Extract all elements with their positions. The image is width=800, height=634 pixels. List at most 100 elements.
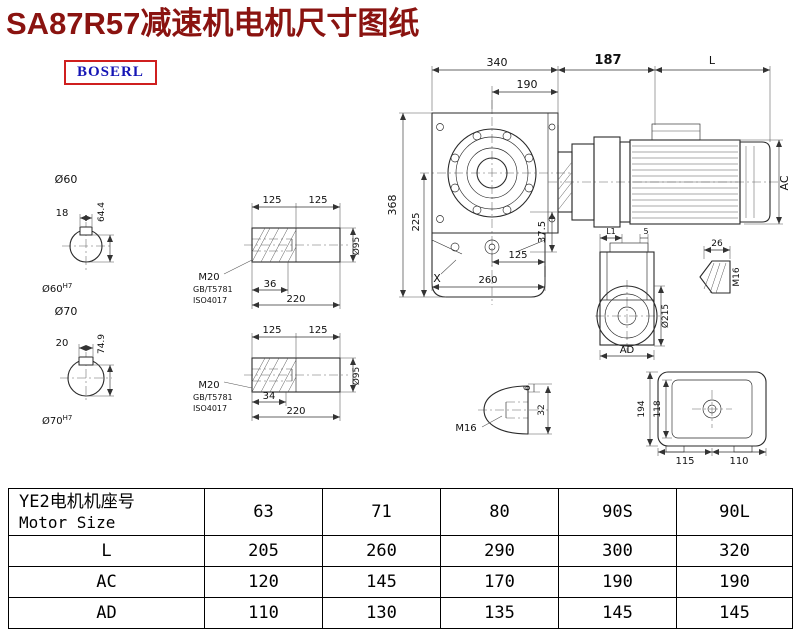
shaft-step [291,228,297,262]
dim-label-AD: AD [620,345,635,356]
bolt-hole-circle [450,183,460,193]
side-housing-detail [600,252,654,301]
std-label-iso: ISO4017 [193,296,227,305]
header-frame-80: 80 [440,488,559,536]
bore-60-view: Ø60 18 64.4 Ø60H7 [42,173,114,295]
rear-outer [657,371,767,447]
header-frame-90S: 90S [558,488,677,536]
dim-label-110: 110 [729,456,748,467]
dim-label-bore60: Ø60H7 [42,282,72,295]
extension-lines [654,66,783,225]
dim-label-118: 118 [653,400,663,417]
flange-ring-circle [447,128,537,218]
hollow-shaft-top-view: 125 125 M20 GB/T5781 ISO4017 36 220 Ø95 [193,195,362,309]
header-frame-63: 63 [204,488,323,536]
header-frame-71: 71 [322,488,441,536]
stud-hatch [703,262,727,294]
bore-70-view: Ø70 20 74.9 Ø70H7 [42,305,114,427]
end-centerline [478,401,548,419]
table-cell: 300 [558,535,677,567]
dim-label-dia70: Ø70 [55,305,78,318]
dim-label-AC: AC [778,175,791,190]
table-cell: 205 [204,535,323,567]
rear-foot [733,445,753,453]
shaft-hatch [251,357,297,393]
table-cell: 320 [676,535,793,567]
shaft-end-outline [483,385,529,435]
row-label: AD [8,597,205,629]
dim-label-194: 194 [637,400,647,417]
dim-label-L: L [709,54,716,67]
row-label: L [8,535,205,567]
side-hub-circle [617,306,637,326]
side-top-plate [609,242,649,253]
side-centerline [595,280,661,352]
stud-outline [699,260,731,294]
dim-label-368: 368 [386,195,399,216]
bore60-keyway [79,226,93,236]
corner-bolt-circle [436,123,444,131]
centerline [420,100,570,305]
shaft-bore-circle [476,157,508,189]
bolt-hole-circle [502,205,512,215]
dim-label-220: 220 [286,294,305,305]
table-row-AD: AD 110 130 135 145 145 [8,597,793,629]
dim-label-125a: 125 [262,325,281,336]
dim-label-74-9: 74.9 [97,334,107,354]
dim-label-M16: M16 [455,423,476,434]
dim-label-L1: L1 [606,227,616,236]
stud-detail-view: 26 M16 [699,239,742,294]
dim-label-26: 26 [711,239,723,249]
table-row-AC: AC 120 145 170 190 190 [8,566,793,598]
flange-ring-circle [466,147,518,199]
bolt-hole-circle [450,153,460,163]
bolt-hole-circle [524,153,534,163]
dim-label-34: 34 [263,391,276,402]
gearbox-front-view: 340 190 368 225 37.5 125 260 X [386,56,570,305]
rear-foot [665,445,685,453]
extension-lines [646,371,767,456]
dim-label-190: 190 [517,78,538,91]
rear-inner [671,379,753,439]
gearbox-side-view: L1 5 Ø215 AD [595,227,671,360]
side-flange-circle [604,293,650,339]
dim-label-220: 220 [286,406,305,417]
table-cell: 110 [204,597,323,629]
table-row-L: L 205 260 290 300 320 [8,535,793,567]
motor-rear-view: 194 118 115 110 [637,371,767,467]
table-cell: 130 [322,597,441,629]
extension-lines [399,66,559,298]
header-motor-size: YE2电机机座号 Motor Size [8,488,205,536]
header-motor-size-en: Motor Size [19,513,116,532]
bolt-hole-circle [524,183,534,193]
dim-label-125a: 125 [262,195,281,206]
shaft-end-view: 6 32 M16 [455,383,552,435]
dim-label-18: 18 [56,208,69,219]
table-cell: 290 [440,535,559,567]
dim-label-95: Ø95 [351,367,362,386]
header-motor-size-cn: YE2电机机座号 [19,492,135,512]
dim-label-20: 20 [56,338,69,349]
terminal-box [651,123,701,141]
side-flange-circle [596,285,658,347]
corner-bolt-circle [548,123,556,131]
dim-label-125: 125 [508,250,527,261]
dim-label-6: 6 [523,385,533,391]
motor-fins [632,145,738,219]
table-cell: 190 [558,566,677,598]
adapter-hatch [557,130,755,218]
bolt-hole-circle [472,205,482,215]
gearbox-housing-detail [431,113,549,255]
fan-cover [739,141,771,223]
dim-label-36: 36 [264,279,277,290]
bolt-hole-circle [472,131,482,141]
table-cell: 120 [204,566,323,598]
header-frame-90L: 90L [676,488,793,536]
view-mark-x: X [433,272,441,285]
shaft-hatch [251,227,297,263]
dim-label-115: 115 [675,456,694,467]
hollow-shaft-bottom-view: 125 125 M20 GB/T5781 ISO4017 34 220 Ø95 [193,325,362,421]
dim-label-32: 32 [537,404,547,415]
dim-label-dia60: Ø60 [55,173,78,186]
foot-hole-circle [450,242,460,252]
